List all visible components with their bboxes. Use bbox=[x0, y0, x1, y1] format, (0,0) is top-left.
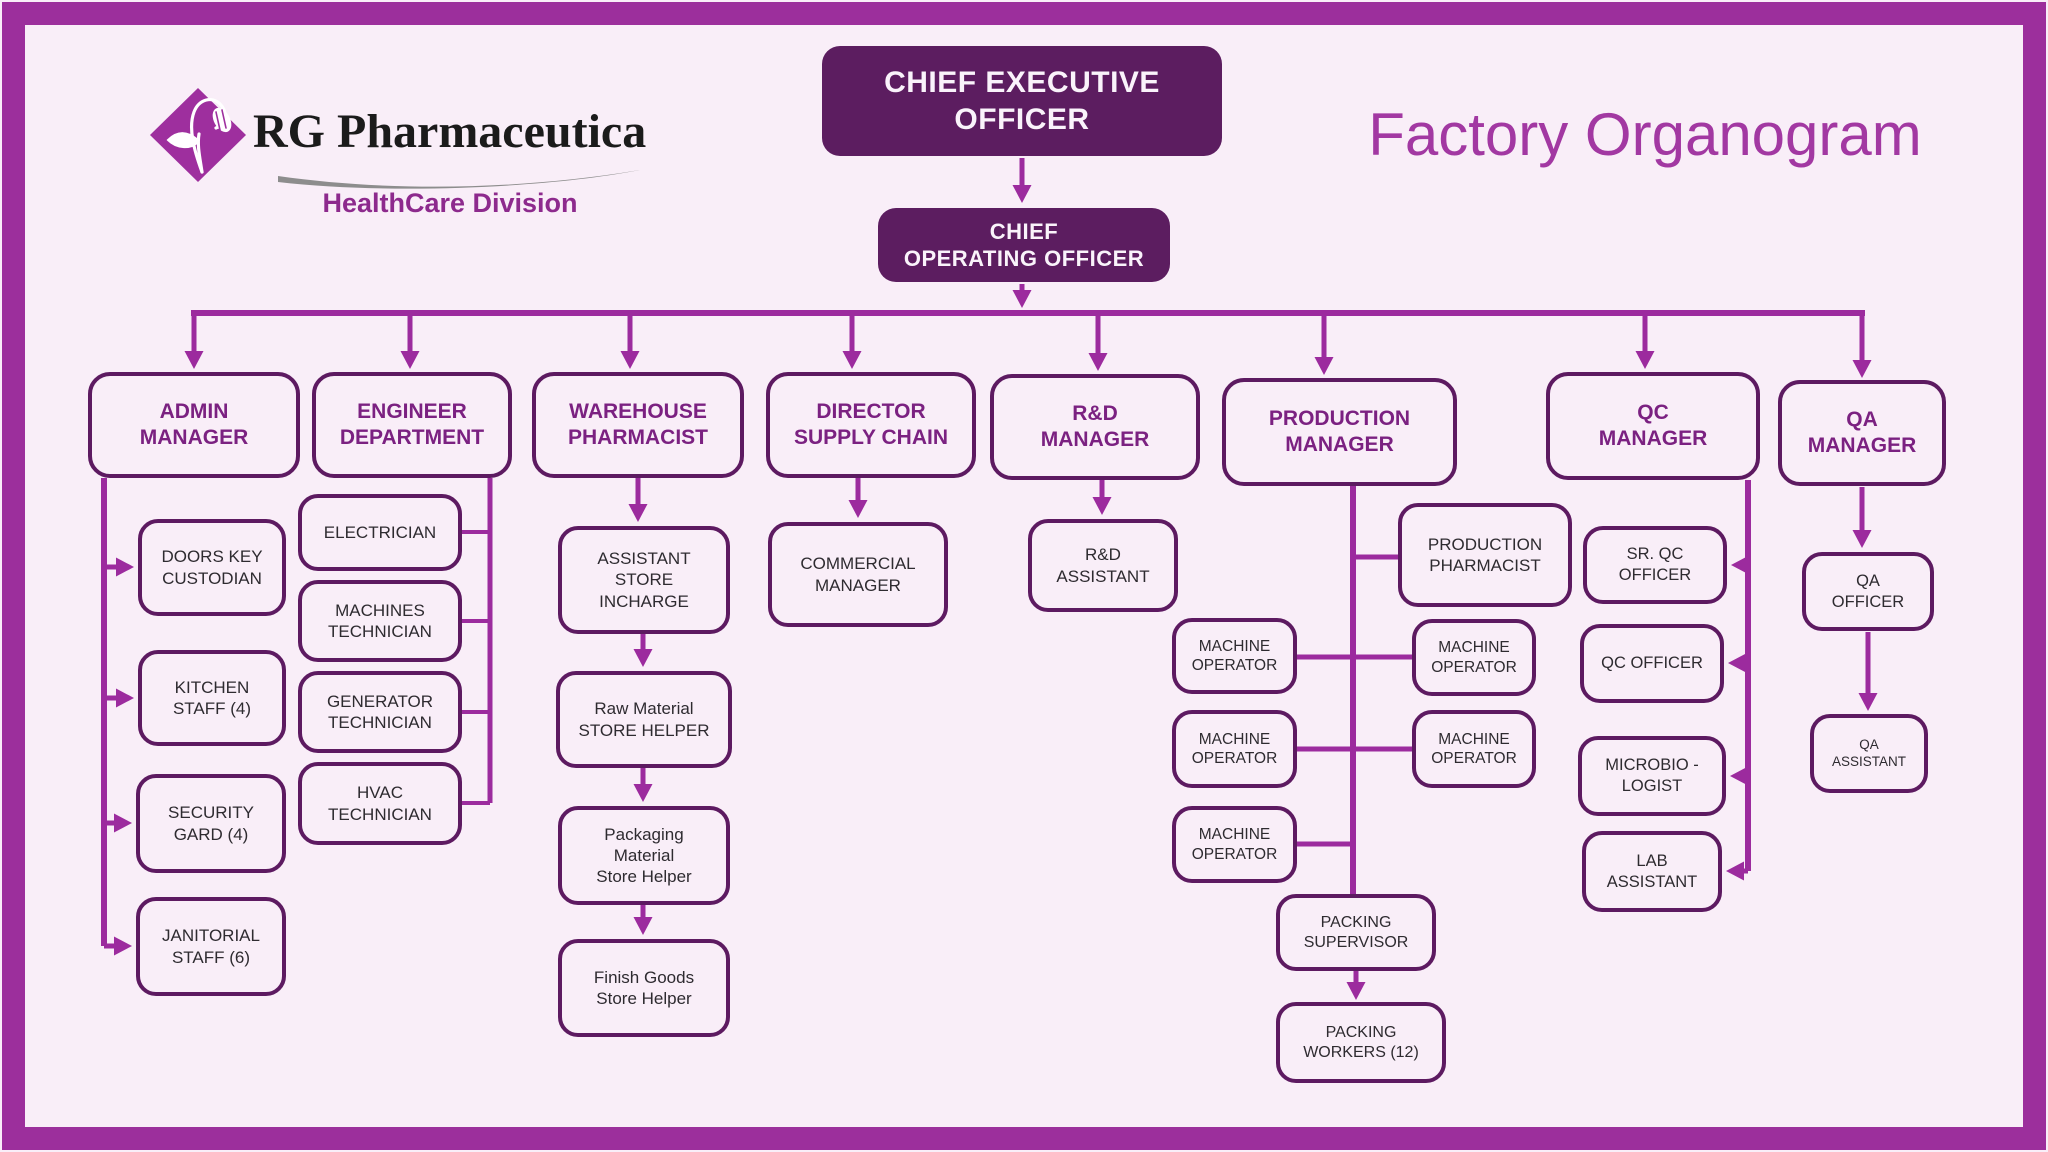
arrowhead-drop-engineer bbox=[400, 351, 420, 369]
org-node-finish-goods-store-helper: Finish Goods Store Helper bbox=[558, 939, 730, 1037]
arrowhead-qc-to-officer bbox=[1728, 653, 1746, 673]
arrowhead-drop-production bbox=[1314, 357, 1334, 375]
page-title: Factory Organogram bbox=[1368, 101, 1922, 168]
org-node-lab-assistant: LAB ASSISTANT bbox=[1582, 831, 1722, 912]
org-node-qa-manager: QA MANAGER bbox=[1778, 380, 1946, 486]
arrowhead-ceo-to-coo bbox=[1012, 185, 1032, 203]
org-node-qc-officer: QC OFFICER bbox=[1580, 624, 1724, 703]
org-node-security-gard: SECURITY GARD (4) bbox=[136, 774, 286, 873]
org-node-production-pharmacist: PRODUCTION PHARMACIST bbox=[1398, 503, 1572, 607]
org-node-machine-operator-3: MACHINE OPERATOR bbox=[1172, 806, 1297, 883]
org-node-rnd-assistant: R&D ASSISTANT bbox=[1028, 519, 1178, 612]
rg-pharmaceutica-logo-icon bbox=[150, 88, 640, 189]
arrowhead-drop-qc bbox=[1635, 351, 1655, 369]
division-name: HealthCare Division bbox=[322, 188, 578, 218]
org-node-engineer-department: ENGINEER DEPARTMENT bbox=[312, 372, 512, 478]
arrowhead-drop-rnd bbox=[1088, 353, 1108, 371]
org-node-rnd-manager: R&D MANAGER bbox=[990, 374, 1200, 480]
org-node-assistant-store-incharge: ASSISTANT STORE INCHARGE bbox=[558, 526, 730, 634]
org-node-commercial-manager: COMMERCIAL MANAGER bbox=[768, 522, 948, 627]
org-node-kitchen-staff: KITCHEN STAFF (4) bbox=[138, 650, 286, 746]
arrowhead-drop-director bbox=[842, 351, 862, 369]
org-node-qa-assistant: QA ASSISTANT bbox=[1810, 714, 1928, 793]
logo-flower bbox=[166, 98, 232, 174]
arrowhead-admin-to-doors bbox=[116, 557, 134, 577]
org-node-machines-technician: MACHINES TECHNICIAN bbox=[298, 580, 462, 662]
arrowhead-qc-to-lab-assistant bbox=[1726, 861, 1744, 881]
arrowhead-rnd-to-assistant bbox=[1092, 497, 1112, 515]
org-node-janitorial-staff: JANITORIAL STAFF (6) bbox=[136, 897, 286, 996]
arrowhead-drop-qa bbox=[1852, 360, 1872, 378]
arrowhead-qa-to-officer bbox=[1852, 530, 1872, 548]
org-node-director-supply-chain: DIRECTOR SUPPLY CHAIN bbox=[766, 372, 976, 478]
org-node-warehouse-pharmacist: WAREHOUSE PHARMACIST bbox=[532, 372, 744, 478]
arrowhead-qc-to-microbiologist bbox=[1730, 766, 1748, 786]
arrowhead-warehouse-to-asi bbox=[628, 504, 648, 522]
org-node-machine-operator-5: MACHINE OPERATOR bbox=[1412, 710, 1536, 788]
org-node-hvac-technician: HVAC TECHNICIAN bbox=[298, 762, 462, 845]
arrowhead-drop-warehouse bbox=[620, 351, 640, 369]
arrowhead-asi-to-raw bbox=[633, 649, 653, 667]
arrowhead-qa-officer-to-assistant bbox=[1858, 693, 1878, 711]
org-node-electrician: ELECTRICIAN bbox=[298, 494, 462, 571]
arrowhead-admin-to-security bbox=[114, 813, 132, 833]
org-node-coo: CHIEF OPERATING OFFICER bbox=[878, 208, 1170, 282]
org-node-doors-key-custodian: DOORS KEY CUSTODIAN bbox=[138, 519, 286, 616]
brand-name: RG Pharmaceutica bbox=[253, 105, 647, 158]
org-node-packing-supervisor: PACKING SUPERVISOR bbox=[1276, 894, 1436, 971]
arrowhead-packaging-to-finish bbox=[633, 917, 653, 935]
org-node-microbiologist: MICROBIO - LOGIST bbox=[1578, 736, 1726, 816]
org-node-raw-material-store-helper: Raw Material STORE HELPER bbox=[556, 671, 732, 768]
org-node-sr-qc-officer: SR. QC OFFICER bbox=[1583, 526, 1727, 604]
org-node-packing-workers: PACKING WORKERS (12) bbox=[1276, 1002, 1446, 1083]
org-node-packaging-material-store-helper: Packaging Material Store Helper bbox=[558, 806, 730, 905]
org-node-qc-manager: QC MANAGER bbox=[1546, 372, 1760, 480]
org-node-machine-operator-1: MACHINE OPERATOR bbox=[1172, 618, 1297, 694]
org-node-admin-manager: ADMIN MANAGER bbox=[88, 372, 300, 478]
arrowhead-coo-to-mainline bbox=[1012, 290, 1032, 308]
org-node-production-manager: PRODUCTION MANAGER bbox=[1222, 378, 1457, 486]
arrowhead-director-to-commercial bbox=[848, 500, 868, 518]
org-node-machine-operator-4: MACHINE OPERATOR bbox=[1412, 619, 1536, 696]
arrowhead-raw-to-packaging bbox=[633, 784, 653, 802]
org-node-machine-operator-2: MACHINE OPERATOR bbox=[1172, 710, 1297, 788]
arrowhead-supervisor-to-workers bbox=[1346, 982, 1366, 1000]
org-node-ceo: CHIEF EXECUTIVE OFFICER bbox=[822, 46, 1222, 156]
org-node-generator-technician: GENERATOR TECHNICIAN bbox=[298, 671, 462, 753]
org-node-qa-officer: QA OFFICER bbox=[1802, 552, 1934, 631]
arrowhead-qc-to-sr-officer bbox=[1731, 555, 1749, 575]
arrowhead-admin-to-kitchen bbox=[116, 688, 134, 708]
arrowhead-admin-to-janitorial bbox=[114, 936, 132, 956]
arrowhead-drop-admin bbox=[184, 351, 204, 369]
